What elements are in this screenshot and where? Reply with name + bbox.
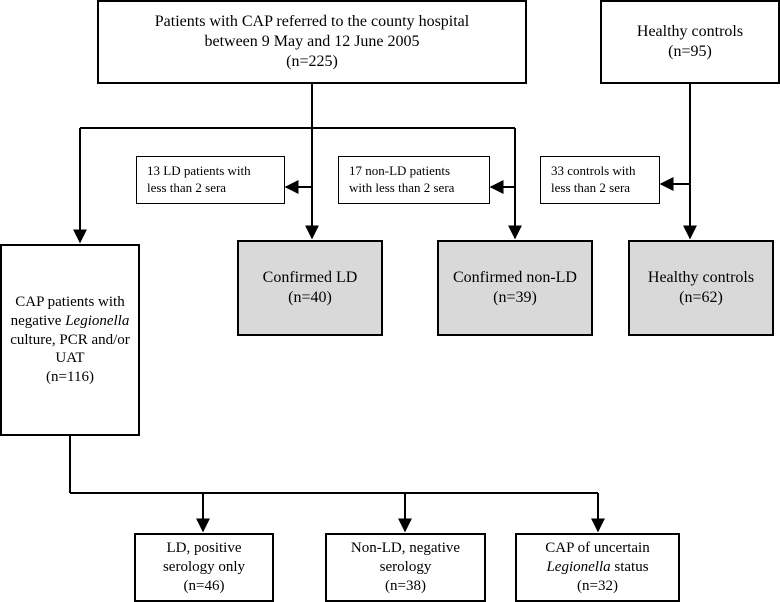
ld-positive-line-3: (n=46) bbox=[183, 577, 225, 594]
cap-negative-line-3: culture, PCR and/or bbox=[10, 331, 130, 348]
nonld-negative-line-3: (n=38) bbox=[385, 577, 426, 594]
excl-nonld-line-1: 17 non-LD patients bbox=[349, 163, 451, 179]
referred-patients-box: Patients with CAP referred to the county… bbox=[97, 0, 527, 84]
referred-line-1: Patients with CAP referred to the county… bbox=[154, 13, 470, 30]
confirmed-ld-line-2: (n=40) bbox=[288, 289, 332, 306]
excl-controls-box: 33 controls with less than 2 sera bbox=[540, 156, 660, 204]
excl-ld-line-2: less than 2 sera bbox=[147, 180, 227, 195]
cap-negative-line-5: (n=116) bbox=[46, 369, 94, 386]
ld-positive-line-2: serology only bbox=[162, 559, 246, 576]
excl-controls-line-2: less than 2 sera bbox=[551, 180, 631, 195]
cap-negative-legionella: Legionella bbox=[65, 312, 130, 329]
ld-positive-box: LD, positive serology only (n=46) bbox=[134, 533, 274, 602]
healthy-controls-final-box: Healthy controls (n=62) bbox=[628, 240, 774, 336]
uncertain-line-2: Legionella status bbox=[546, 558, 648, 577]
confirmed-nonld-box: Confirmed non-LD (n=39) bbox=[437, 240, 593, 336]
uncertain-legionella: Legionella bbox=[546, 559, 611, 576]
excl-nonld-line-2: with less than 2 sera bbox=[349, 180, 455, 195]
excl-ld-box: 13 LD patients with less than 2 sera bbox=[136, 156, 285, 204]
confirmed-ld-box: Confirmed LD (n=40) bbox=[237, 240, 383, 336]
confirmed-ld-line-1: Confirmed LD bbox=[262, 269, 358, 286]
nonld-negative-box: Non-LD, negative serology (n=38) bbox=[325, 533, 486, 602]
healthy-controls-top-box: Healthy controls (n=95) bbox=[600, 0, 780, 84]
excl-controls-line-1: 33 controls with bbox=[551, 163, 636, 179]
referred-line-3: (n=225) bbox=[286, 53, 338, 70]
cap-negative-line-1: CAP patients with bbox=[15, 294, 125, 311]
excl-ld-line-1: 13 LD patients with bbox=[147, 163, 251, 179]
uncertain-line-1: CAP of uncertain bbox=[545, 540, 650, 557]
healthy-final-line-1: Healthy controls bbox=[647, 269, 755, 286]
referred-line-2: between 9 May and 12 June 2005 bbox=[204, 33, 420, 50]
uncertain-status-box: CAP of uncertain Legionella status (n=32… bbox=[515, 533, 680, 602]
nonld-negative-line-2: serology bbox=[379, 559, 432, 576]
healthy-top-line-2: (n=95) bbox=[668, 43, 712, 60]
cap-negative-line-2: negative Legionella bbox=[11, 312, 130, 331]
healthy-top-line-1: Healthy controls bbox=[636, 23, 744, 40]
healthy-final-line-2: (n=62) bbox=[679, 289, 723, 306]
uncertain-line-3: (n=32) bbox=[577, 577, 618, 594]
confirmed-nonld-line-1: Confirmed non-LD bbox=[453, 269, 577, 286]
nonld-negative-line-1: Non-LD, negative bbox=[350, 540, 461, 557]
ld-positive-line-1: LD, positive bbox=[166, 540, 242, 557]
cap-negative-box: CAP patients with negative Legionella cu… bbox=[0, 244, 140, 436]
uncertain-line-2-post: status bbox=[610, 559, 649, 576]
excl-nonld-box: 17 non-LD patients with less than 2 sera bbox=[338, 156, 490, 204]
cap-negative-line-4: UAT bbox=[55, 350, 85, 367]
confirmed-nonld-line-2: (n=39) bbox=[493, 289, 537, 306]
cap-negative-line-2-pre: negative bbox=[10, 312, 66, 329]
